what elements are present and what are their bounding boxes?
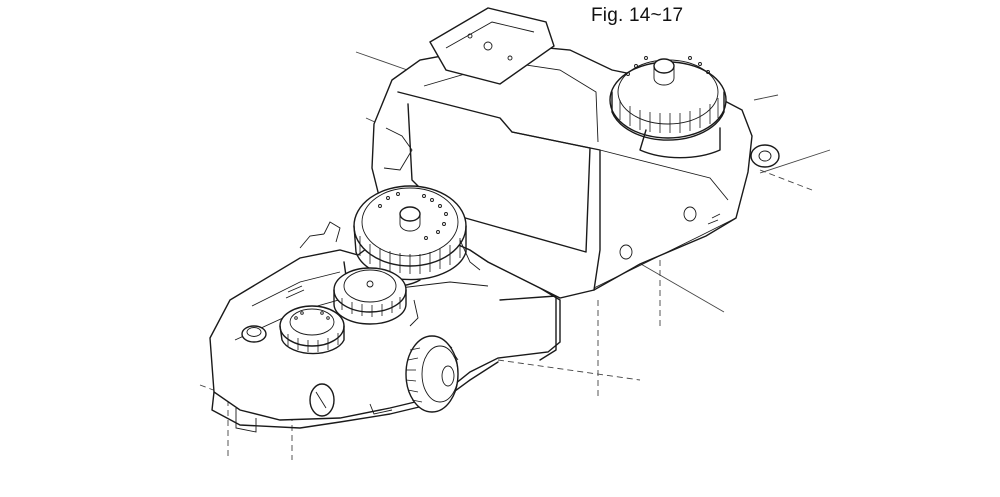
top-right-dial xyxy=(609,56,727,159)
figure-label: Fig. 14~17 xyxy=(591,5,684,26)
lower-left-dial xyxy=(279,305,345,355)
center-small-dial xyxy=(333,267,407,325)
side-details xyxy=(235,221,481,433)
shutter-speed-dial xyxy=(343,185,467,288)
camera-body xyxy=(209,227,561,429)
front-lever xyxy=(309,383,335,417)
small-button xyxy=(241,325,267,343)
front-command-dial xyxy=(405,335,459,413)
